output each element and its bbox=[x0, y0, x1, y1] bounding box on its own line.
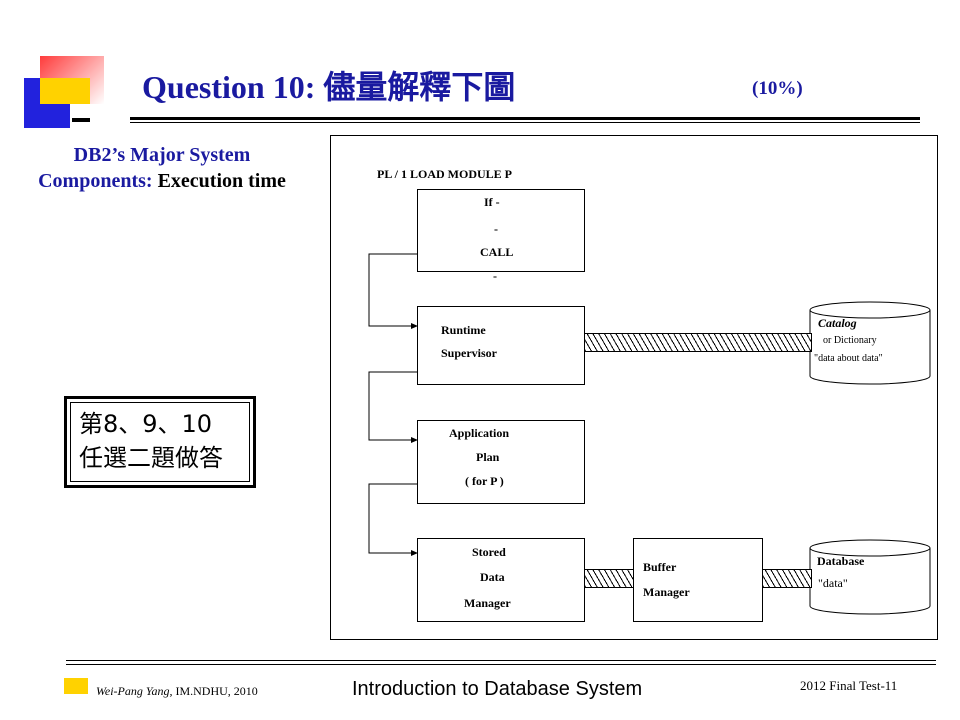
if-line1: If - bbox=[484, 195, 500, 209]
database-cylinder-top bbox=[809, 539, 931, 557]
title-cjk: 儘量解釋下圖 bbox=[323, 68, 516, 106]
connector-application-stored bbox=[368, 483, 418, 554]
score-weight: (10%) bbox=[752, 78, 803, 99]
if-line4: - bbox=[493, 269, 497, 283]
footer-page: 2012 Final Test-11 bbox=[800, 678, 898, 693]
application-line3: ( for P ) bbox=[465, 474, 504, 488]
footer-author-name: Wei-Pang Yang, bbox=[96, 684, 173, 698]
runtime-line2: Supervisor bbox=[441, 346, 498, 360]
arrow-runtime bbox=[411, 323, 418, 329]
stored-line1: Stored bbox=[472, 545, 506, 559]
subtitle-line1: DB2’s Major System bbox=[73, 144, 251, 166]
connector-runtime-application bbox=[368, 371, 418, 441]
application-plan-box bbox=[417, 420, 585, 504]
buffer-manager-box bbox=[633, 538, 763, 622]
buffer-line2: Manager bbox=[643, 585, 690, 599]
link-buffer-database bbox=[762, 569, 812, 588]
database-line1: Database bbox=[817, 554, 865, 568]
slide-title: Question 10: 儘量解釋下圖 bbox=[142, 62, 515, 108]
logo-underline bbox=[72, 118, 90, 122]
connector-if-runtime bbox=[368, 253, 418, 327]
subtitle-line2: Components: Execution time bbox=[4, 168, 320, 194]
footer-author: Wei-Pang Yang, IM.NDHU, 2010 bbox=[96, 684, 258, 699]
arrow-application bbox=[411, 437, 418, 443]
footer-course: Introduction to Database System bbox=[352, 678, 643, 700]
stored-line2: Data bbox=[480, 570, 505, 584]
module-label: PL / 1 LOAD MODULE P bbox=[377, 167, 513, 181]
subtitle-execution-time: Execution time bbox=[152, 170, 286, 192]
if-call-box bbox=[417, 189, 585, 272]
footer-rule bbox=[66, 660, 936, 661]
catalog-cylinder-top bbox=[809, 301, 931, 319]
database-cylinder-bottom bbox=[809, 605, 931, 615]
runtime-supervisor-box bbox=[417, 306, 585, 385]
catalog-line2: or Dictionary bbox=[823, 335, 877, 346]
title-rule bbox=[130, 117, 920, 120]
note-line2: 任選二題做答 bbox=[79, 444, 223, 472]
catalog-cylinder-bottom bbox=[809, 375, 931, 385]
catalog-line1: Catalog bbox=[818, 316, 857, 330]
application-line1: Application bbox=[449, 426, 510, 440]
if-line2: - bbox=[494, 222, 498, 236]
link-stored-buffer bbox=[584, 569, 634, 588]
arrow-stored bbox=[411, 550, 418, 556]
slide-subtitle: DB2’s Major System Components: Execution… bbox=[4, 142, 320, 194]
note-line1: 第8、9、10 bbox=[79, 410, 213, 438]
runtime-line1: Runtime bbox=[441, 323, 486, 337]
note-box-inner: 第8、9、10 任選二題做答 bbox=[70, 402, 250, 482]
footer-affiliation: IM.NDHU, 2010 bbox=[172, 684, 258, 698]
subtitle-components: Components: bbox=[38, 170, 153, 192]
catalog-line3: "data about data" bbox=[814, 353, 883, 364]
footer-rule-thin bbox=[66, 664, 936, 665]
footer-square bbox=[64, 678, 88, 694]
database-line2: "data" bbox=[818, 576, 848, 590]
stored-data-manager-box bbox=[417, 538, 585, 622]
buffer-line1: Buffer bbox=[643, 560, 677, 574]
note-box: 第8、9、10 任選二題做答 bbox=[64, 396, 256, 488]
if-call: CALL bbox=[480, 245, 514, 259]
application-line2: Plan bbox=[476, 450, 500, 464]
diagram-frame: PL / 1 LOAD MODULE P If - - CALL - Runti… bbox=[330, 135, 938, 640]
stored-line3: Manager bbox=[464, 596, 511, 610]
logo-square-yellow bbox=[40, 78, 90, 104]
link-runtime-catalog bbox=[584, 333, 812, 352]
title-rule-thin bbox=[130, 122, 920, 123]
title-prefix: Question 10: bbox=[142, 69, 324, 105]
